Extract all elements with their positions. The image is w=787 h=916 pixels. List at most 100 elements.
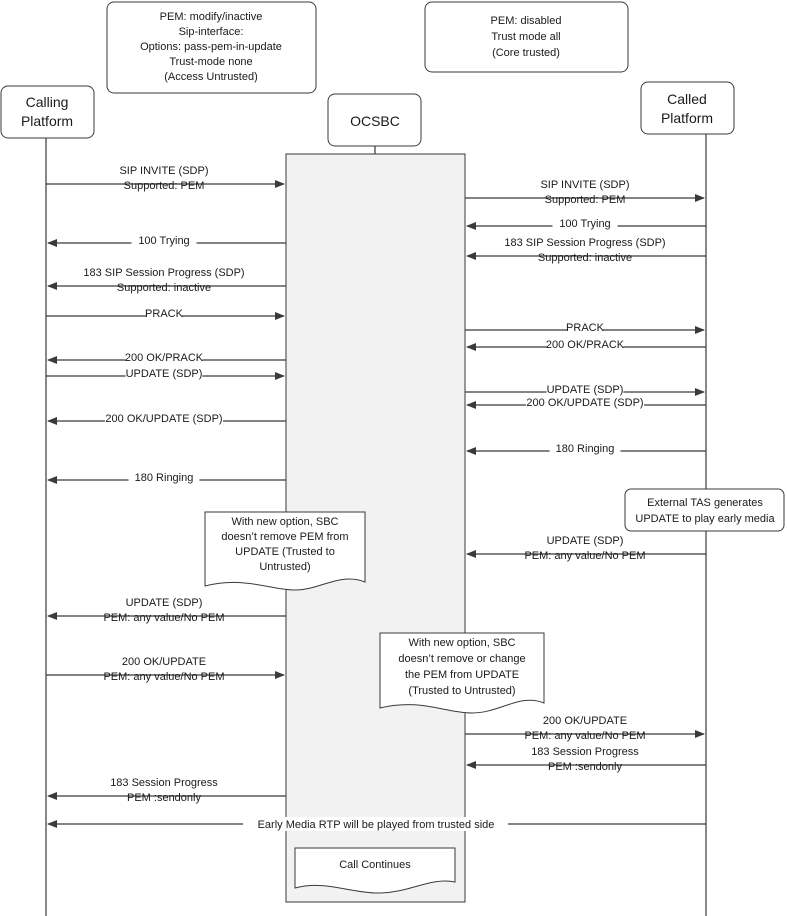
right-message-3: 183 SIP Session Progress (SDP) Supported:… [466, 237, 706, 264]
call-continues-note: Call Continues [294, 847, 456, 894]
right-message-1: SIP INVITE (SDP) Supported: PEM [465, 179, 705, 206]
left-message-6: UPDATE (SDP) [46, 367, 285, 380]
access-note-line: Trust-mode none [169, 56, 252, 68]
right-message-label: SIP INVITE (SDP) [540, 179, 629, 191]
ocsbc-label: OCSBC [350, 113, 400, 129]
right-message-label: 200 OK/UPDATE (SDP) [526, 397, 643, 409]
left-doc-line: doesn’t remove PEM from [221, 531, 348, 543]
left-message-1: SIP INVITE (SDP) Supported: PEM [46, 165, 285, 192]
right-label-bg [567, 321, 603, 334]
early-media-label: Early Media RTP will be played from trus… [258, 819, 495, 831]
right-message-label: 200 OK/UPDATE [543, 715, 627, 727]
right-message-label: 183 Session Progress [531, 746, 639, 758]
right-label-bg [552, 217, 618, 230]
right-message-label: Supported: PEM [545, 194, 626, 206]
left-message-label: UPDATE (SDP) [126, 368, 203, 380]
tas-note-line: External TAS generates [647, 497, 763, 509]
core-note-line: PEM: disabled [491, 15, 562, 27]
left-message-7: 200 OK/UPDATE (SDP) [47, 412, 286, 425]
left-messages-group: SIP INVITE (SDP) Supported: PEM 100 Trying… [46, 165, 286, 804]
core-config-note: PEM: disabled Trust mode all (Core trust… [424, 1, 629, 73]
right-doc-line: the PEM from UPDATE [405, 669, 519, 681]
left-message-10: 200 OK/UPDATE PEM: any value/No PEM [46, 656, 285, 683]
left-label-bg [131, 234, 197, 247]
left-message-label: UPDATE (SDP) [126, 597, 203, 609]
core-note-line: (Core trusted) [492, 47, 560, 59]
right-message-label: 100 Trying [559, 218, 610, 230]
left-message-label: 183 SIP Session Progress (SDP) [83, 267, 244, 279]
right-message-label: UPDATE (SDP) [547, 384, 624, 396]
left-message-8: 180 Ringing [47, 471, 286, 484]
right-message-4: PRACK [465, 321, 705, 334]
right-label-bg [549, 442, 621, 455]
left-label-bg [125, 351, 203, 364]
right-doc-note: With new option, SBC doesn’t remove or c… [379, 632, 545, 714]
right-message-label: 183 SIP Session Progress (SDP) [504, 237, 665, 249]
left-message-label: PEM :sendonly [127, 792, 201, 804]
left-doc-note: With new option, SBC doesn’t remove PEM … [204, 511, 366, 591]
left-message-2: 100 Trying [47, 234, 286, 247]
right-message-6: UPDATE (SDP) [465, 383, 705, 396]
called-label-2: Platform [661, 110, 713, 126]
right-message-5: 200 OK/PRACK [466, 338, 706, 351]
left-message-label: PRACK [145, 308, 184, 320]
left-message-label: Supported: PEM [124, 180, 205, 192]
calling-label-1: Calling [26, 94, 69, 110]
left-doc-line: Untrusted) [259, 561, 310, 573]
left-doc-line: With new option, SBC [232, 516, 339, 528]
right-message-9: UPDATE (SDP) PEM: any value/No PEM [466, 535, 706, 562]
access-config-note: PEM: modify/inactive Sip-interface: Opti… [106, 1, 317, 94]
left-label-bg [125, 367, 203, 380]
right-message-label: 200 OK/PRACK [546, 339, 625, 351]
right-message-label: PEM: any value/No PEM [524, 730, 645, 742]
left-message-9: UPDATE (SDP) PEM: any value/No PEM [47, 597, 286, 624]
right-message-2: 100 Trying [466, 217, 706, 230]
left-message-label: PEM: any value/No PEM [103, 612, 224, 624]
access-note-line: (Access Untrusted) [164, 71, 258, 83]
right-doc-line: doesn’t remove or change [398, 653, 525, 665]
tas-note: External TAS generates UPDATE to play ea… [624, 488, 785, 532]
right-label-bg [525, 396, 645, 409]
right-message-8: 180 Ringing [466, 442, 706, 455]
right-message-label: 180 Ringing [556, 443, 615, 455]
right-message-label: PEM: any value/No PEM [524, 550, 645, 562]
called-label-1: Called [667, 91, 707, 107]
access-note-line: PEM: modify/inactive [160, 11, 263, 23]
calling-label-2: Platform [21, 113, 73, 129]
right-messages-group: SIP INVITE (SDP) Supported: PEM 100 Trying… [465, 179, 706, 773]
left-message-label: 100 Trying [138, 235, 189, 247]
right-message-label: PEM :sendonly [548, 761, 622, 773]
left-message-label: SIP INVITE (SDP) [119, 165, 208, 177]
right-message-7: 200 OK/UPDATE (SDP) [466, 396, 706, 409]
right-label-bg [546, 383, 624, 396]
left-doc-line: UPDATE (Trusted to [235, 546, 335, 558]
tas-note-line: UPDATE to play early media [635, 513, 775, 525]
left-message-label: 183 Session Progress [110, 777, 218, 789]
right-doc-line: With new option, SBC [409, 637, 516, 649]
left-message-4: PRACK [46, 307, 285, 320]
ocsbc-box: OCSBC [327, 93, 422, 147]
left-message-label: Supported: inactive [117, 282, 211, 294]
call-continues-label: Call Continues [339, 859, 411, 871]
left-label-bg [128, 471, 200, 484]
right-doc-line: (Trusted to Untrusted) [408, 685, 515, 697]
right-message-label: PRACK [566, 322, 605, 334]
left-message-label: 200 OK/UPDATE [122, 656, 206, 668]
left-message-label: PEM: any value/No PEM [103, 671, 224, 683]
right-message-label: Supported: inactive [538, 252, 632, 264]
left-message-5: 200 OK/PRACK [47, 351, 286, 364]
left-message-3: 183 SIP Session Progress (SDP) Supported:… [47, 267, 286, 294]
left-message-label: 200 OK/PRACK [125, 352, 204, 364]
right-label-bg [546, 338, 624, 351]
called-platform-box: Called Platform [640, 81, 735, 135]
calling-platform-box: Calling Platform [0, 85, 95, 139]
left-message-label: 200 OK/UPDATE (SDP) [105, 413, 222, 425]
left-message-label: 180 Ringing [135, 472, 194, 484]
left-label-bg [104, 412, 224, 425]
core-note-line: Trust mode all [491, 31, 560, 43]
right-message-label: UPDATE (SDP) [547, 535, 624, 547]
early-media-message: Early Media RTP will be played from trus… [47, 817, 706, 831]
access-note-line: Sip-interface: [179, 26, 244, 38]
